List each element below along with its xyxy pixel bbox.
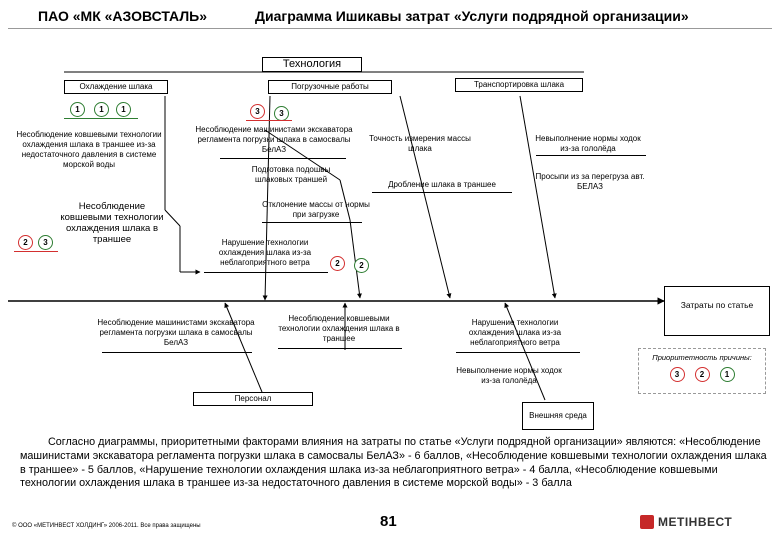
rating-circle: 1 (94, 102, 109, 117)
category-transport: Транспортировка шлака (455, 78, 583, 92)
rating-circle: 2 (18, 235, 33, 250)
priority-circle-2: 2 (694, 367, 710, 382)
text-underline (262, 222, 362, 223)
rating-circle: 2 (354, 258, 369, 273)
cause-idle: Просыпи из за перегруза авт. БЕЛАЗ (535, 172, 645, 191)
company-name: ПАО «МК «АЗОВСТАЛЬ» (38, 8, 207, 24)
text-underline (102, 352, 252, 353)
summary-text: Согласно диаграммы, приоритетными фактор… (20, 436, 767, 490)
rating-circle: 3 (274, 106, 289, 121)
rating-circle: 1 (116, 102, 131, 117)
text-underline (204, 272, 328, 273)
cause-ice-norms: Невыполнение нормы ходок из-за гололёда (535, 134, 641, 153)
rating-underline (14, 251, 58, 252)
cause-loading-regulation: Несоблюдение машинистами экскаватора рег… (195, 125, 353, 154)
diagram-title: Диаграмма Ишикавы затрат «Услуги подрядн… (255, 8, 689, 24)
text-underline (456, 352, 580, 353)
page-number: 81 (380, 513, 397, 530)
rating-circle: 2 (330, 256, 345, 271)
logo-text: МЕТІНВЕСТ (658, 515, 733, 529)
category-loading: Погрузочные работы (268, 80, 392, 94)
cause-crushing: Дробление шлака в траншее (388, 180, 496, 189)
rating-circle: 3 (38, 235, 53, 250)
cause-env-ice: Невыполнение нормы ходок из-за гололёда (456, 366, 562, 385)
cause-accuracy: Точность измерения массы шлака (369, 134, 471, 153)
rating-circle: 3 (250, 104, 265, 119)
priority-circle-1: 1 (719, 367, 735, 382)
rating-underline (246, 120, 292, 121)
header-divider (8, 28, 772, 29)
cause-cooling-tech: Несоблюдение ковшевыми технологии охлажд… (60, 201, 164, 245)
category-environment: Внешняя среда (522, 402, 594, 430)
rating-circle: 1 (70, 102, 85, 117)
cause-env-wind: Нарушение технологии охлаждения шлака из… (468, 318, 562, 347)
priority-label: Приоритетность причины: (652, 353, 752, 362)
text-underline (372, 192, 512, 193)
text-underline (278, 348, 402, 349)
company-logo: МЕТІНВЕСТ (640, 515, 732, 529)
category-personnel: Персонал (193, 392, 313, 406)
text-underline (536, 155, 646, 156)
cause-loading-trench: Подготовка подошвы шлаковых траншей (251, 165, 331, 184)
category-cooling: Охлаждение шлака (64, 80, 168, 94)
cause-loading-mass: Отклонение массы от нормы при загрузке (262, 200, 370, 219)
footer-copyright: © ООО «МЕТИНВЕСТ ХОЛДИНГ» 2006-2011. Все… (12, 523, 201, 529)
cause-personnel-ladle: Несоблюдение ковшевыми технологии охлажд… (278, 314, 400, 343)
text-underline (220, 158, 346, 159)
cause-personnel-operators: Несоблюдение машинистами экскаватора рег… (97, 318, 255, 347)
priority-legend: Приоритетность причины: 3 2 1 (638, 348, 766, 394)
logo-mark-icon (640, 515, 654, 529)
cause-cooling-pressure: Несоблюдение ковшевыми технологии охлажд… (16, 130, 162, 169)
category-technology: Технология (262, 57, 362, 72)
rating-underline (64, 118, 138, 119)
priority-circle-3: 3 (669, 367, 685, 382)
cause-loading-wind: Нарушение технологии охлаждения шлака из… (218, 238, 312, 267)
effect-box: Затраты по статье (664, 286, 770, 336)
